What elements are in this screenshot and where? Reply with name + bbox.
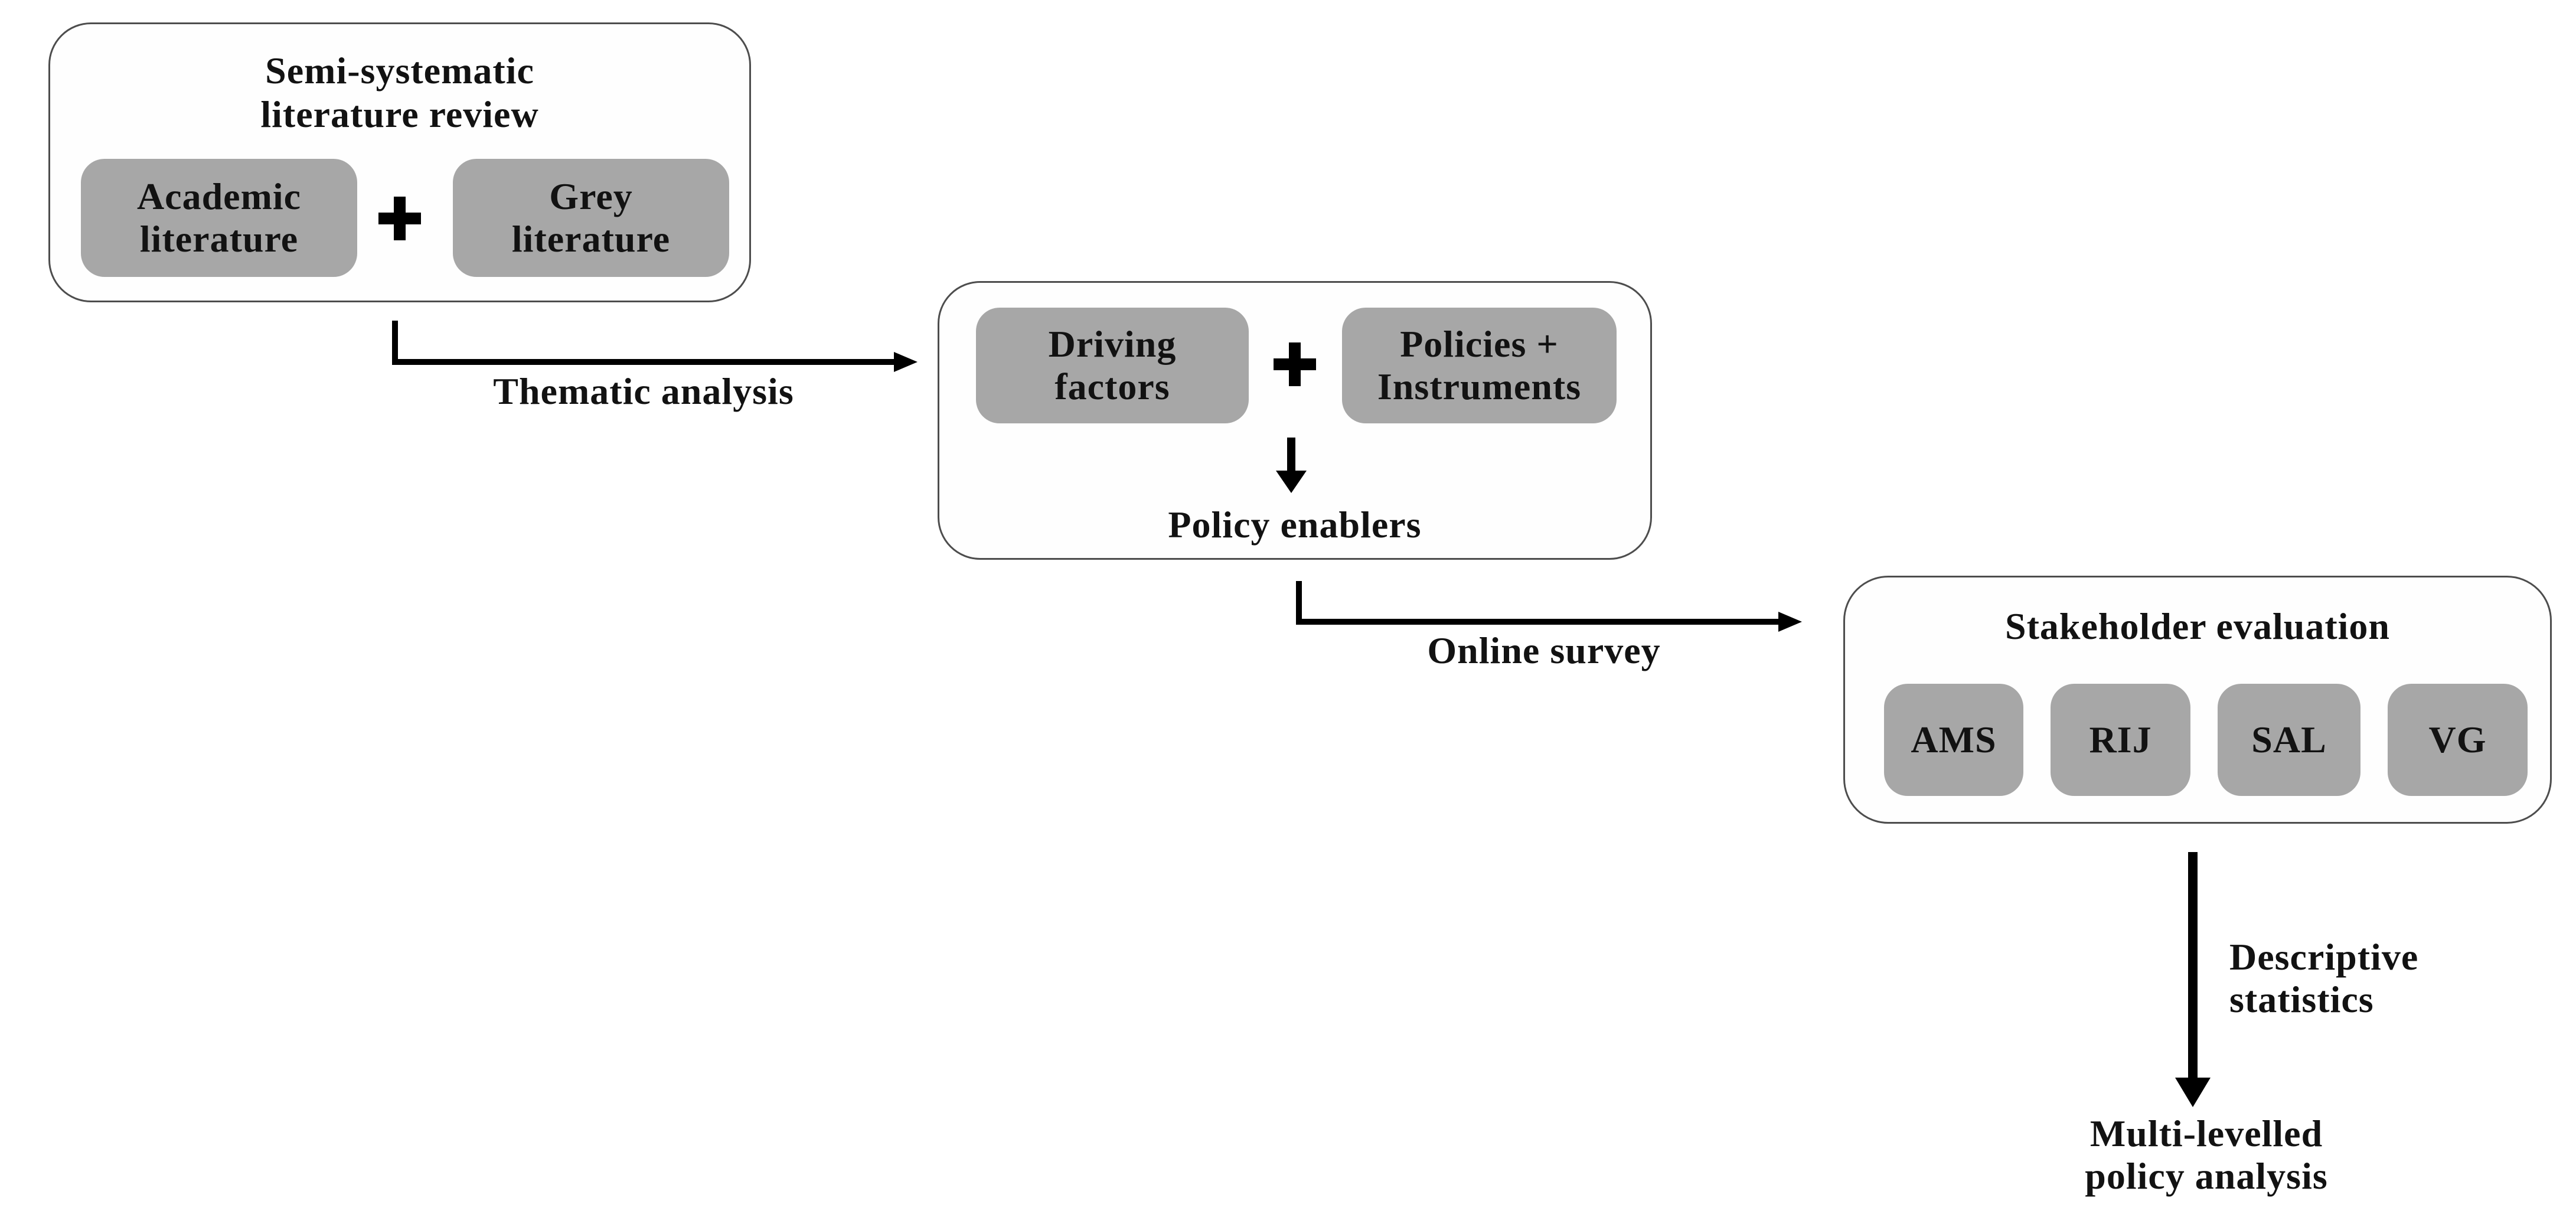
policy-enablers-caption: Policy enablers [1168,504,1422,546]
academic-literature-chip: Academic literature [81,159,357,277]
stakeholder-evaluation-title: Stakeholder evaluation [2005,605,2390,647]
stakeholder-chip-sal: SAL [2218,684,2360,796]
literature-review-panel: Semi-systematic literature review Academ… [48,22,751,302]
arrowhead-down-icon [2175,1078,2211,1107]
arrowhead-right-icon [894,352,918,372]
arrow-line [1296,619,1778,625]
online-survey-label: Online survey [1427,629,1661,671]
plus-icon: + [378,197,421,240]
plus-icon: + [1274,342,1316,386]
literature-review-title: Semi-systematic literature review [260,50,539,135]
thematic-analysis-label: Thematic analysis [493,370,794,412]
arrow-line [1296,581,1302,625]
arrowhead-down-icon [1276,471,1307,493]
arrow-line [1287,438,1295,472]
multi-levelled-policy-analysis-label: Multi-levelled policy analysis [2085,1112,2328,1197]
arrow-line [2188,852,2198,1078]
stakeholder-chip-rij: RIJ [2051,684,2190,796]
arrow-line [392,359,894,365]
arrow-line [392,321,398,365]
descriptive-statistics-label: Descriptive statistics [2229,936,2419,1020]
driving-factors-chip: Driving factors [976,308,1249,423]
stakeholder-chip-vg: VG [2388,684,2528,796]
arrowhead-right-icon [1778,612,1802,632]
policies-instruments-chip: Policies + Instruments [1342,308,1617,423]
grey-literature-chip: Grey literature [453,159,729,277]
policy-enablers-panel: Driving factors + Policies + Instruments… [938,281,1652,560]
stakeholder-chip-ams: AMS [1884,684,2023,796]
stakeholder-evaluation-panel: Stakeholder evaluation AMS RIJ SAL VG [1843,576,2552,824]
